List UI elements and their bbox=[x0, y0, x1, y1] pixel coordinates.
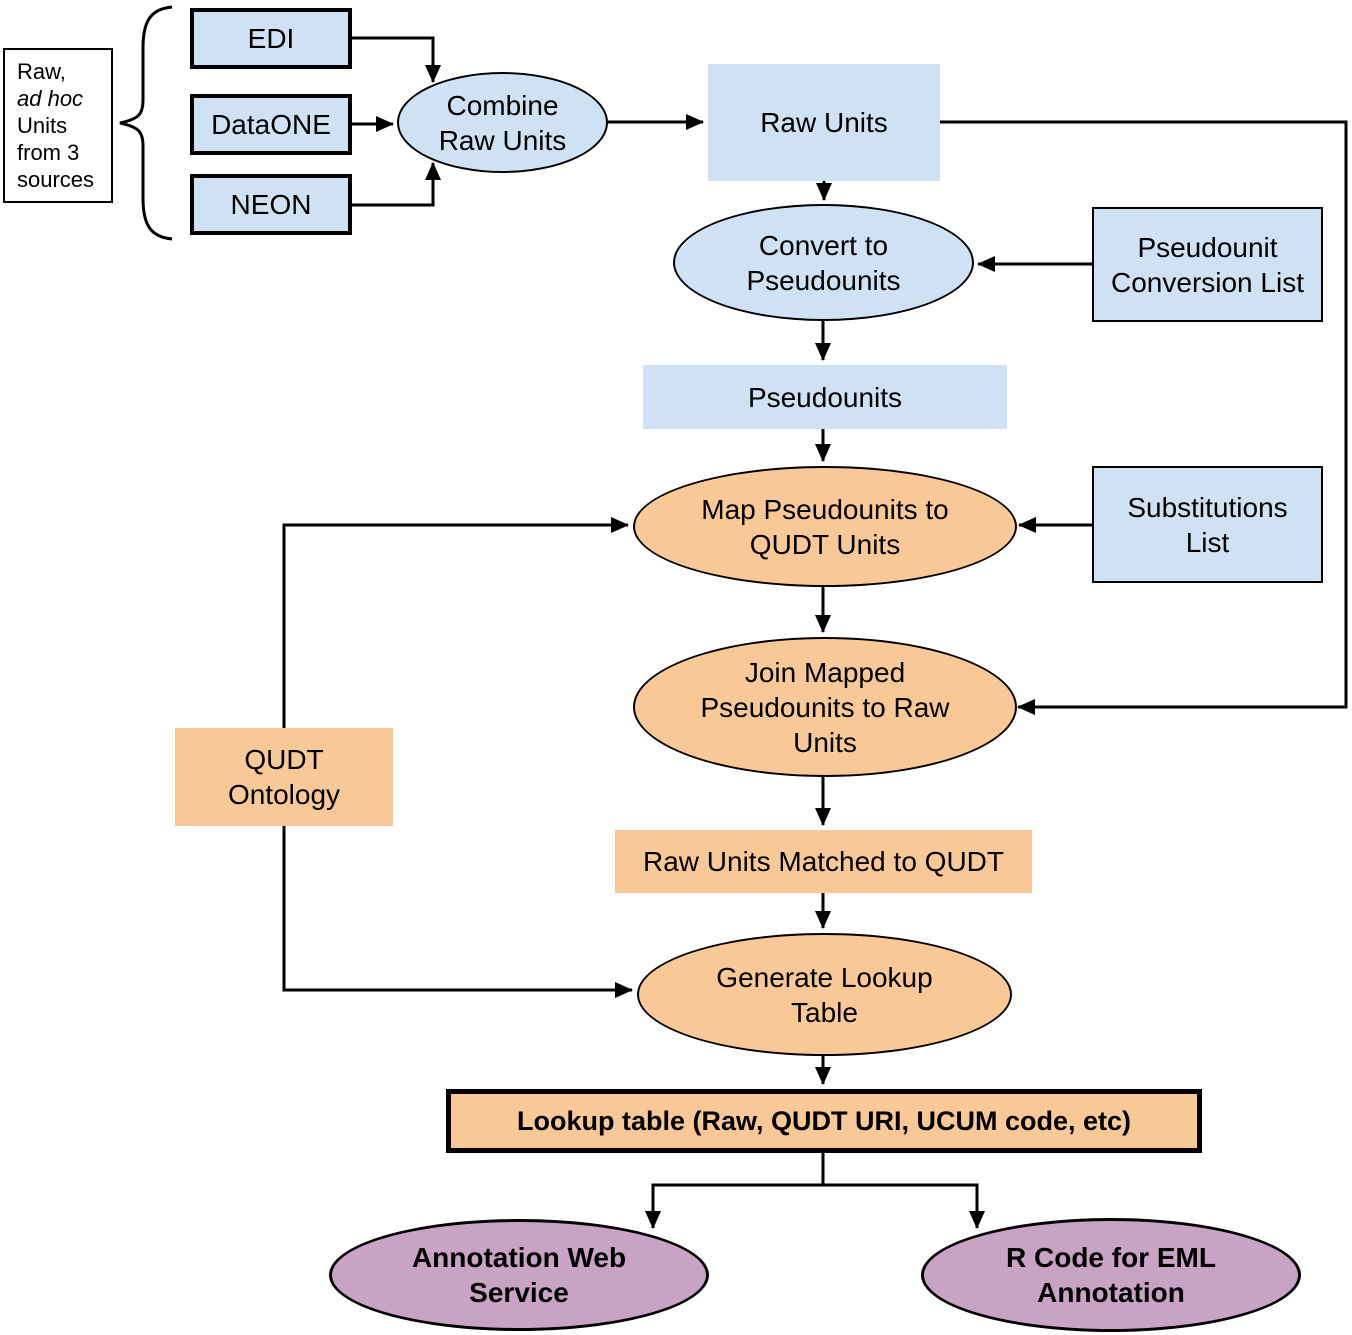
arrow-neon-to-combine bbox=[352, 162, 441, 207]
source-note-italic: ad hoc bbox=[17, 86, 84, 111]
output-lookup-table: Lookup table (Raw, QUDT URI, UCUM code, … bbox=[446, 1089, 1202, 1153]
output-annotation-web-service: Annotation Web Service bbox=[329, 1219, 709, 1331]
arrow-edi-to-combine bbox=[352, 36, 441, 83]
data-raw-units: Raw Units bbox=[708, 64, 940, 181]
data-pseudounits: Pseudounits bbox=[643, 365, 1007, 429]
process-map-pseudounits-to-qudt: Map Pseudounits to QUDT Units bbox=[633, 466, 1017, 587]
process-generate-lookup-table: Generate Lookup Table bbox=[637, 933, 1012, 1056]
input-substitutions-list: Substitutions List bbox=[1092, 466, 1323, 583]
process-convert-to-pseudounits: Convert to Pseudounits bbox=[673, 204, 974, 321]
arrow-qudt-to-generate bbox=[282, 826, 633, 998]
node-edi: EDI bbox=[190, 8, 352, 69]
brace-sources bbox=[119, 5, 173, 241]
arrow-lookup-to-annotation-ws bbox=[645, 1183, 824, 1229]
node-dataone: DataONE bbox=[190, 94, 352, 155]
arrow-qudt-to-map bbox=[282, 517, 629, 728]
source-note: Raw, ad hoc Units from 3 sources bbox=[3, 48, 113, 203]
node-neon: NEON bbox=[190, 174, 352, 235]
process-combine-raw-units: Combine Raw Units bbox=[397, 72, 608, 173]
input-qudt-ontology: QUDT Ontology bbox=[175, 728, 393, 826]
arrow-lookup-to-r-code bbox=[822, 1183, 985, 1229]
process-join-mapped-pseudounits: Join Mapped Pseudounits to Raw Units bbox=[633, 637, 1017, 777]
source-note-line: Raw, bbox=[17, 59, 66, 84]
input-pseudounit-conversion-list: Pseudounit Conversion List bbox=[1092, 207, 1323, 322]
source-note-rest: Units from 3 sources bbox=[17, 113, 95, 192]
output-r-code-for-eml: R Code for EML Annotation bbox=[921, 1218, 1301, 1332]
data-raw-units-matched-to-qudt: Raw Units Matched to QUDT bbox=[615, 830, 1032, 893]
